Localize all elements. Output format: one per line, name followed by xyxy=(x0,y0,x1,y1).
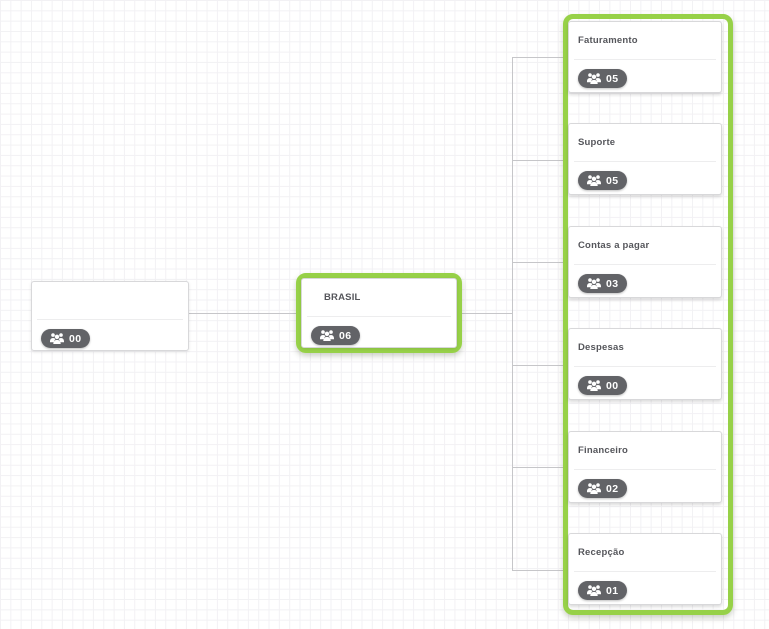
card-divider xyxy=(574,161,716,162)
node-root[interactable]: 00 xyxy=(31,281,189,351)
member-count-badge[interactable]: 00 xyxy=(578,376,628,395)
card-divider xyxy=(37,319,183,320)
connector-branch-suporte xyxy=(512,160,564,161)
users-group-icon xyxy=(587,278,601,289)
member-count-badge[interactable]: 00 xyxy=(41,329,91,348)
children-group-selection-frame: Faturamento 05 Suporte xyxy=(563,14,733,615)
node-title: Recepção xyxy=(578,547,625,558)
node-suporte[interactable]: Suporte 05 xyxy=(568,123,722,195)
member-count-badge[interactable]: 03 xyxy=(578,274,628,293)
users-group-icon xyxy=(587,73,601,84)
node-despesas[interactable]: Despesas 00 xyxy=(568,328,722,400)
member-count-badge[interactable]: 05 xyxy=(578,171,628,190)
connector-parent-trunk xyxy=(462,313,513,314)
users-group-icon xyxy=(587,380,601,391)
connector-branch-faturamento xyxy=(512,57,564,58)
connector-branch-recepcao xyxy=(512,570,564,571)
member-count-badge[interactable]: 01 xyxy=(578,581,628,600)
node-brasil-selection-frame: BRASIL 06 xyxy=(296,273,462,353)
card-divider xyxy=(574,469,716,470)
node-recepcao[interactable]: Recepção 01 xyxy=(568,533,722,605)
users-group-icon xyxy=(587,483,601,494)
node-title: BRASIL xyxy=(324,292,361,303)
users-group-icon xyxy=(587,585,601,596)
member-count: 01 xyxy=(606,584,619,597)
member-count-badge[interactable]: 02 xyxy=(578,479,628,498)
member-count: 05 xyxy=(606,72,619,85)
node-title: Suporte xyxy=(578,137,616,148)
connector-branch-despesas xyxy=(512,365,564,366)
connector-root-parent xyxy=(189,313,296,314)
member-count-badge[interactable]: 05 xyxy=(578,69,628,88)
member-count: 00 xyxy=(69,332,82,345)
card-divider xyxy=(307,316,451,317)
node-contas-a-pagar[interactable]: Contas a pagar 03 xyxy=(568,226,722,298)
member-count: 05 xyxy=(606,174,619,187)
users-group-icon xyxy=(320,330,334,341)
users-group-icon xyxy=(587,175,601,186)
connector-branch-financeiro xyxy=(512,467,564,468)
node-title: Financeiro xyxy=(578,445,629,456)
node-financeiro[interactable]: Financeiro 02 xyxy=(568,431,722,503)
member-count: 02 xyxy=(606,482,619,495)
node-title: Despesas xyxy=(578,342,624,353)
node-title: Contas a pagar xyxy=(578,240,650,251)
card-divider xyxy=(574,59,716,60)
card-divider xyxy=(574,366,716,367)
node-faturamento[interactable]: Faturamento 05 xyxy=(568,21,722,93)
member-count-badge[interactable]: 06 xyxy=(311,326,361,345)
node-brasil[interactable]: BRASIL 06 xyxy=(301,278,457,348)
connector-branch-contas-a-pagar xyxy=(512,262,564,263)
member-count: 06 xyxy=(339,329,352,342)
node-title xyxy=(32,282,188,319)
member-count: 00 xyxy=(606,379,619,392)
card-divider xyxy=(574,264,716,265)
member-count: 03 xyxy=(606,277,619,290)
node-title: Faturamento xyxy=(578,35,638,46)
users-group-icon xyxy=(50,333,64,344)
connector-trunk xyxy=(512,57,513,571)
card-divider xyxy=(574,571,716,572)
